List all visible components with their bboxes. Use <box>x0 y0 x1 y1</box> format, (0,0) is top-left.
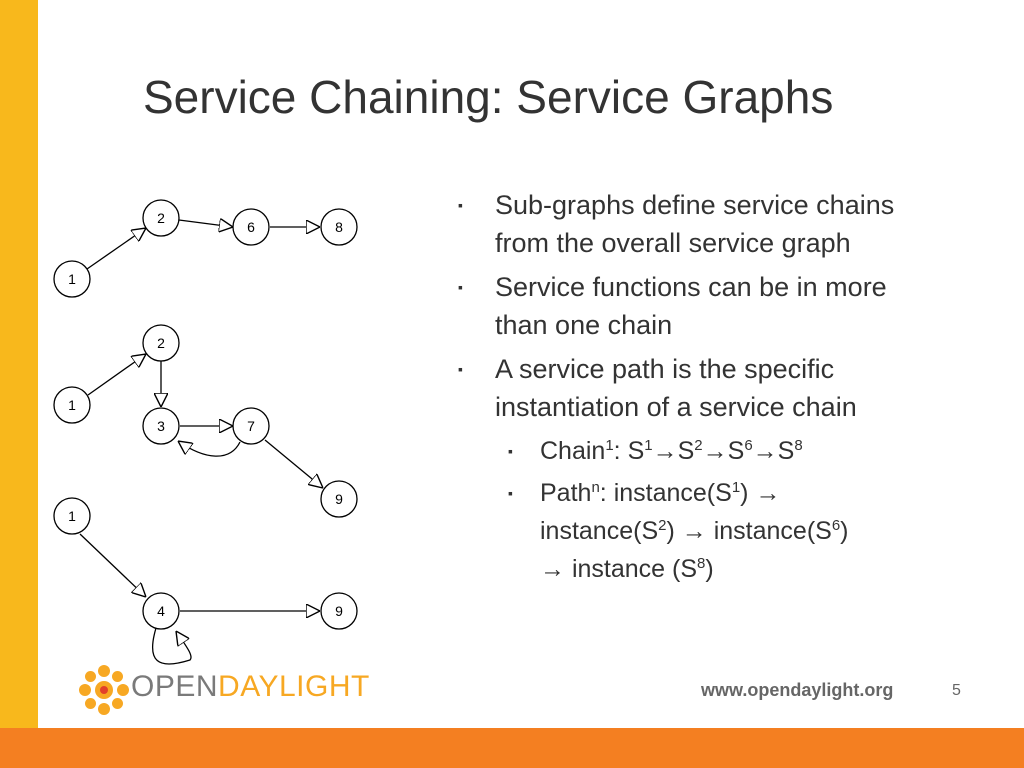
left-accent-bar <box>0 0 38 768</box>
bullet-marker-icon: ▪ <box>458 279 463 295</box>
edge-g2-7-9 <box>264 439 323 488</box>
node-label: 6 <box>247 219 255 235</box>
bullet-marker-icon: ▪ <box>508 485 513 501</box>
node-label: 2 <box>157 210 165 226</box>
sub-bullet-path: ▪ Pathn: instance(S1) → instance(S2) → i… <box>508 474 978 588</box>
edge-g1-2-6 <box>178 220 233 227</box>
bullet-marker-icon: ▪ <box>508 443 513 459</box>
node-g2-9 <box>320 480 358 518</box>
node-label: 2 <box>157 335 165 351</box>
bullet-list: ▪ Sub-graphs define service chains from … <box>458 186 978 592</box>
edge-g1-1-2 <box>86 228 146 270</box>
slide-title: Service Chaining: Service Graphs <box>143 71 834 123</box>
node-label: 8 <box>335 219 343 235</box>
node-label: 3 <box>157 418 165 434</box>
bullet-marker-icon: ▪ <box>458 197 463 213</box>
node-g1-1 <box>53 260 91 298</box>
service-graphs-diagram: 1 2 6 8 1 2 3 7 9 1 4 9 <box>53 199 358 665</box>
arrow-right-icon: → <box>681 517 707 545</box>
arrow-right-icon: → <box>702 437 728 465</box>
edge-g3-4-self <box>151 627 192 665</box>
bullet-item: ▪ Service functions can be in more than … <box>458 268 978 344</box>
edge-g2-1-2 <box>87 354 146 396</box>
node-label: 9 <box>335 491 343 507</box>
node-g2-3 <box>142 407 180 445</box>
node-label: 1 <box>68 508 76 524</box>
bottom-accent-bar <box>0 728 1024 768</box>
node-label: 9 <box>335 603 343 619</box>
bullet-marker-icon: ▪ <box>458 361 463 377</box>
edge-g2-7-3 <box>178 441 241 457</box>
arrow-right-icon: → <box>755 479 781 507</box>
logo-wordmark: OPENDAYLIGHT <box>131 670 370 703</box>
node-g1-8 <box>320 208 358 246</box>
node-label: 7 <box>247 418 255 434</box>
bullet-item: ▪ Sub-graphs define service chains from … <box>458 186 978 262</box>
arrow-right-icon: → <box>540 555 565 583</box>
footer-url: www.opendaylight.org <box>701 680 894 700</box>
arrow-right-icon: → <box>652 437 678 465</box>
node-g3-9 <box>320 592 358 630</box>
node-label: 1 <box>68 271 76 287</box>
node-g1-2 <box>142 199 180 237</box>
node-g2-2 <box>142 324 180 362</box>
sub-bullet-chain: ▪ Chain1: S1→S2→S6→S8 <box>508 432 978 470</box>
node-g2-1 <box>53 386 91 424</box>
node-g2-7 <box>232 407 270 445</box>
bullet-item: ▪ A service path is the specific instant… <box>458 350 978 426</box>
node-label: 1 <box>68 397 76 413</box>
node-g3-4 <box>142 592 180 630</box>
page-number: 5 <box>952 682 961 699</box>
node-label: 4 <box>157 603 165 619</box>
opendaylight-logo-icon <box>79 665 129 715</box>
edge-g3-1-4 <box>79 533 146 597</box>
node-g3-1 <box>53 497 91 535</box>
arrow-right-icon: → <box>752 437 778 465</box>
node-g1-6 <box>232 208 270 246</box>
